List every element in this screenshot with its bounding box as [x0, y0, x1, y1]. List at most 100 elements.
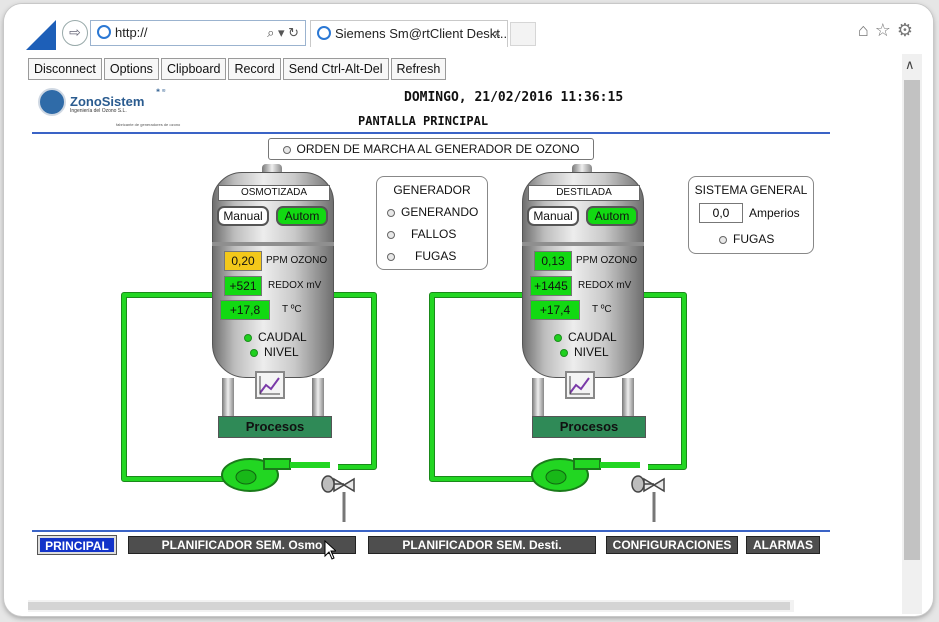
home-star-gear-icons[interactable]: ⌂☆⚙	[857, 20, 919, 40]
fugas-led-icon	[387, 253, 395, 261]
nivel-indicator: NIVEL	[250, 345, 299, 359]
back-forward-icon[interactable]: ⇨	[62, 20, 88, 46]
tank-band	[522, 242, 644, 246]
tank-leg	[312, 378, 324, 426]
redox-unit: REDOX mV	[578, 280, 632, 291]
order-label: ORDEN DE MARCHA AL GENERADOR DE OZONO	[296, 142, 580, 156]
generando-label: GENERANDO	[401, 205, 479, 219]
client-toolbar: Disconnect Options Clipboard Record Send…	[28, 58, 448, 80]
fallos-led-icon	[387, 231, 395, 239]
sistema-title: SISTEMA GENERAL	[694, 183, 808, 197]
refresh-button[interactable]: Refresh	[390, 58, 447, 80]
tank-label: OSMOTIZADA	[218, 185, 330, 201]
tank-leg	[532, 378, 544, 426]
procesos-desti-button[interactable]: Procesos	[532, 416, 646, 438]
sistema-fugas-led-icon	[719, 236, 727, 244]
ppm-ozono-unit: PPM OZONO	[266, 255, 328, 266]
partner-logos-icon: ❀ ≋	[156, 88, 166, 94]
datetime-display: DOMINGO, 21/02/2016 11:36:15	[404, 90, 624, 105]
amperios-label: Amperios	[749, 206, 800, 220]
vertical-scrollbar[interactable]: ∧	[902, 54, 922, 614]
nivel-label: NIVEL	[264, 345, 299, 359]
fugas-label: FUGAS	[415, 249, 457, 263]
ozone-order-indicator: ORDEN DE MARCHA AL GENERADOR DE OZONO	[268, 138, 594, 160]
caudal-label: CAUDAL	[568, 330, 617, 344]
ie-icon	[97, 25, 111, 39]
temperature-value: +17,8	[220, 300, 270, 320]
tab-title: Siemens Sm@rtClient Deskt...	[335, 26, 508, 41]
logo-circle-icon	[38, 88, 66, 116]
trend-chart-icon[interactable]	[565, 371, 595, 399]
scroll-up-icon[interactable]: ∧	[905, 57, 915, 72]
nivel-led-icon	[250, 349, 258, 357]
tank-band	[212, 242, 334, 246]
nivel-label: NIVEL	[574, 345, 609, 359]
redox-value: +1445	[530, 276, 572, 296]
record-button[interactable]: Record	[228, 58, 281, 80]
browser-chrome: ⇨ http:// ⌕ ▾ ↻ Siemens Sm@rtClient Desk…	[4, 4, 933, 50]
browser-tab[interactable]: Siemens Sm@rtClient Deskt... ×	[310, 20, 508, 47]
nav-planificador-osmo[interactable]: PLANIFICADOR SEM. Osmo	[128, 536, 356, 554]
redox-unit: REDOX mV	[268, 280, 322, 291]
generador-title: GENERADOR	[393, 183, 471, 197]
generando-indicator: GENERANDO	[387, 205, 478, 219]
hmi-screen: ZonoSistem Ingeniería del Ozono S.L. fab…	[28, 82, 902, 612]
fallos-indicator: FALLOS	[387, 227, 456, 241]
caudal-label: CAUDAL	[258, 330, 307, 344]
procesos-osmo-button[interactable]: Procesos	[218, 416, 332, 438]
tank-destilada: DESTILADA Manual Autom 0,13 PPM OZONO +1…	[522, 164, 644, 434]
disconnect-button[interactable]: Disconnect	[28, 58, 102, 80]
pump-osmo-icon	[221, 458, 330, 492]
valve-osmo-icon	[321, 475, 355, 522]
address-bar[interactable]: http:// ⌕ ▾ ↻	[90, 20, 306, 46]
temperature-unit: T ºC	[592, 304, 612, 315]
nav-alarmas[interactable]: ALARMAS	[746, 536, 820, 554]
tank-label: DESTILADA	[528, 185, 640, 201]
horizontal-scrollbar[interactable]	[28, 600, 794, 612]
mouse-cursor-icon	[324, 540, 336, 560]
tank-leg	[222, 378, 234, 426]
sistema-fugas-indicator: FUGAS	[719, 232, 774, 246]
piping-diagram	[121, 292, 687, 522]
autom-button[interactable]: Autom	[586, 206, 638, 226]
caudal-indicator: CAUDAL	[244, 330, 307, 344]
scroll-thumb[interactable]	[904, 80, 920, 560]
autom-button[interactable]: Autom	[276, 206, 328, 226]
generando-led-icon	[387, 209, 395, 217]
brand-subtitle: fabricante de generadores de ozono	[116, 122, 181, 127]
send-ctrl-alt-del-button[interactable]: Send Ctrl-Alt-Del	[282, 58, 389, 80]
manual-button[interactable]: Manual	[217, 206, 269, 226]
windows-corner-icon	[26, 20, 56, 50]
brand-name: ZonoSistem	[70, 94, 145, 109]
tank-cap	[262, 164, 282, 174]
fugas-indicator: FUGAS	[387, 249, 456, 263]
caudal-indicator: CAUDAL	[554, 330, 617, 344]
new-tab-button[interactable]	[510, 22, 536, 46]
nav-configuraciones[interactable]: CONFIGURACIONES	[606, 536, 738, 554]
nav-planificador-desti[interactable]: PLANIFICADOR SEM. Desti.	[368, 536, 596, 554]
valve-desti-icon	[631, 475, 665, 522]
trend-chart-icon[interactable]	[255, 371, 285, 399]
nivel-indicator: NIVEL	[560, 345, 609, 359]
nivel-led-icon	[560, 349, 568, 357]
tank-leg	[622, 378, 634, 426]
tank-osmotizada: OSMOTIZADA Manual Autom 0,20 PPM OZONO +…	[212, 164, 334, 434]
footer-divider	[32, 530, 830, 532]
browser-window: ⇨ http:// ⌕ ▾ ↻ Siemens Sm@rtClient Desk…	[4, 4, 933, 616]
nav-principal[interactable]: PRINCIPAL	[37, 535, 117, 555]
hscroll-thumb[interactable]	[28, 602, 790, 610]
options-button[interactable]: Options	[103, 58, 159, 80]
zonosistem-logo: ZonoSistem Ingeniería del Ozono S.L. fab…	[38, 88, 228, 128]
address-tools-icon[interactable]: ⌕ ▾ ↻	[267, 25, 299, 40]
ppm-ozono-unit: PPM OZONO	[576, 255, 638, 266]
address-text: http://	[115, 25, 148, 40]
temperature-unit: T ºC	[282, 304, 302, 315]
fallos-label: FALLOS	[411, 227, 457, 241]
manual-button[interactable]: Manual	[527, 206, 579, 226]
redox-value: +521	[224, 276, 262, 296]
clipboard-button[interactable]: Clipboard	[160, 58, 227, 80]
ie-tab-icon	[317, 26, 331, 40]
caudal-led-icon	[244, 334, 252, 342]
tab-close-icon[interactable]: ×	[493, 26, 501, 41]
brand-tagline: Ingeniería del Ozono S.L.	[70, 108, 127, 114]
